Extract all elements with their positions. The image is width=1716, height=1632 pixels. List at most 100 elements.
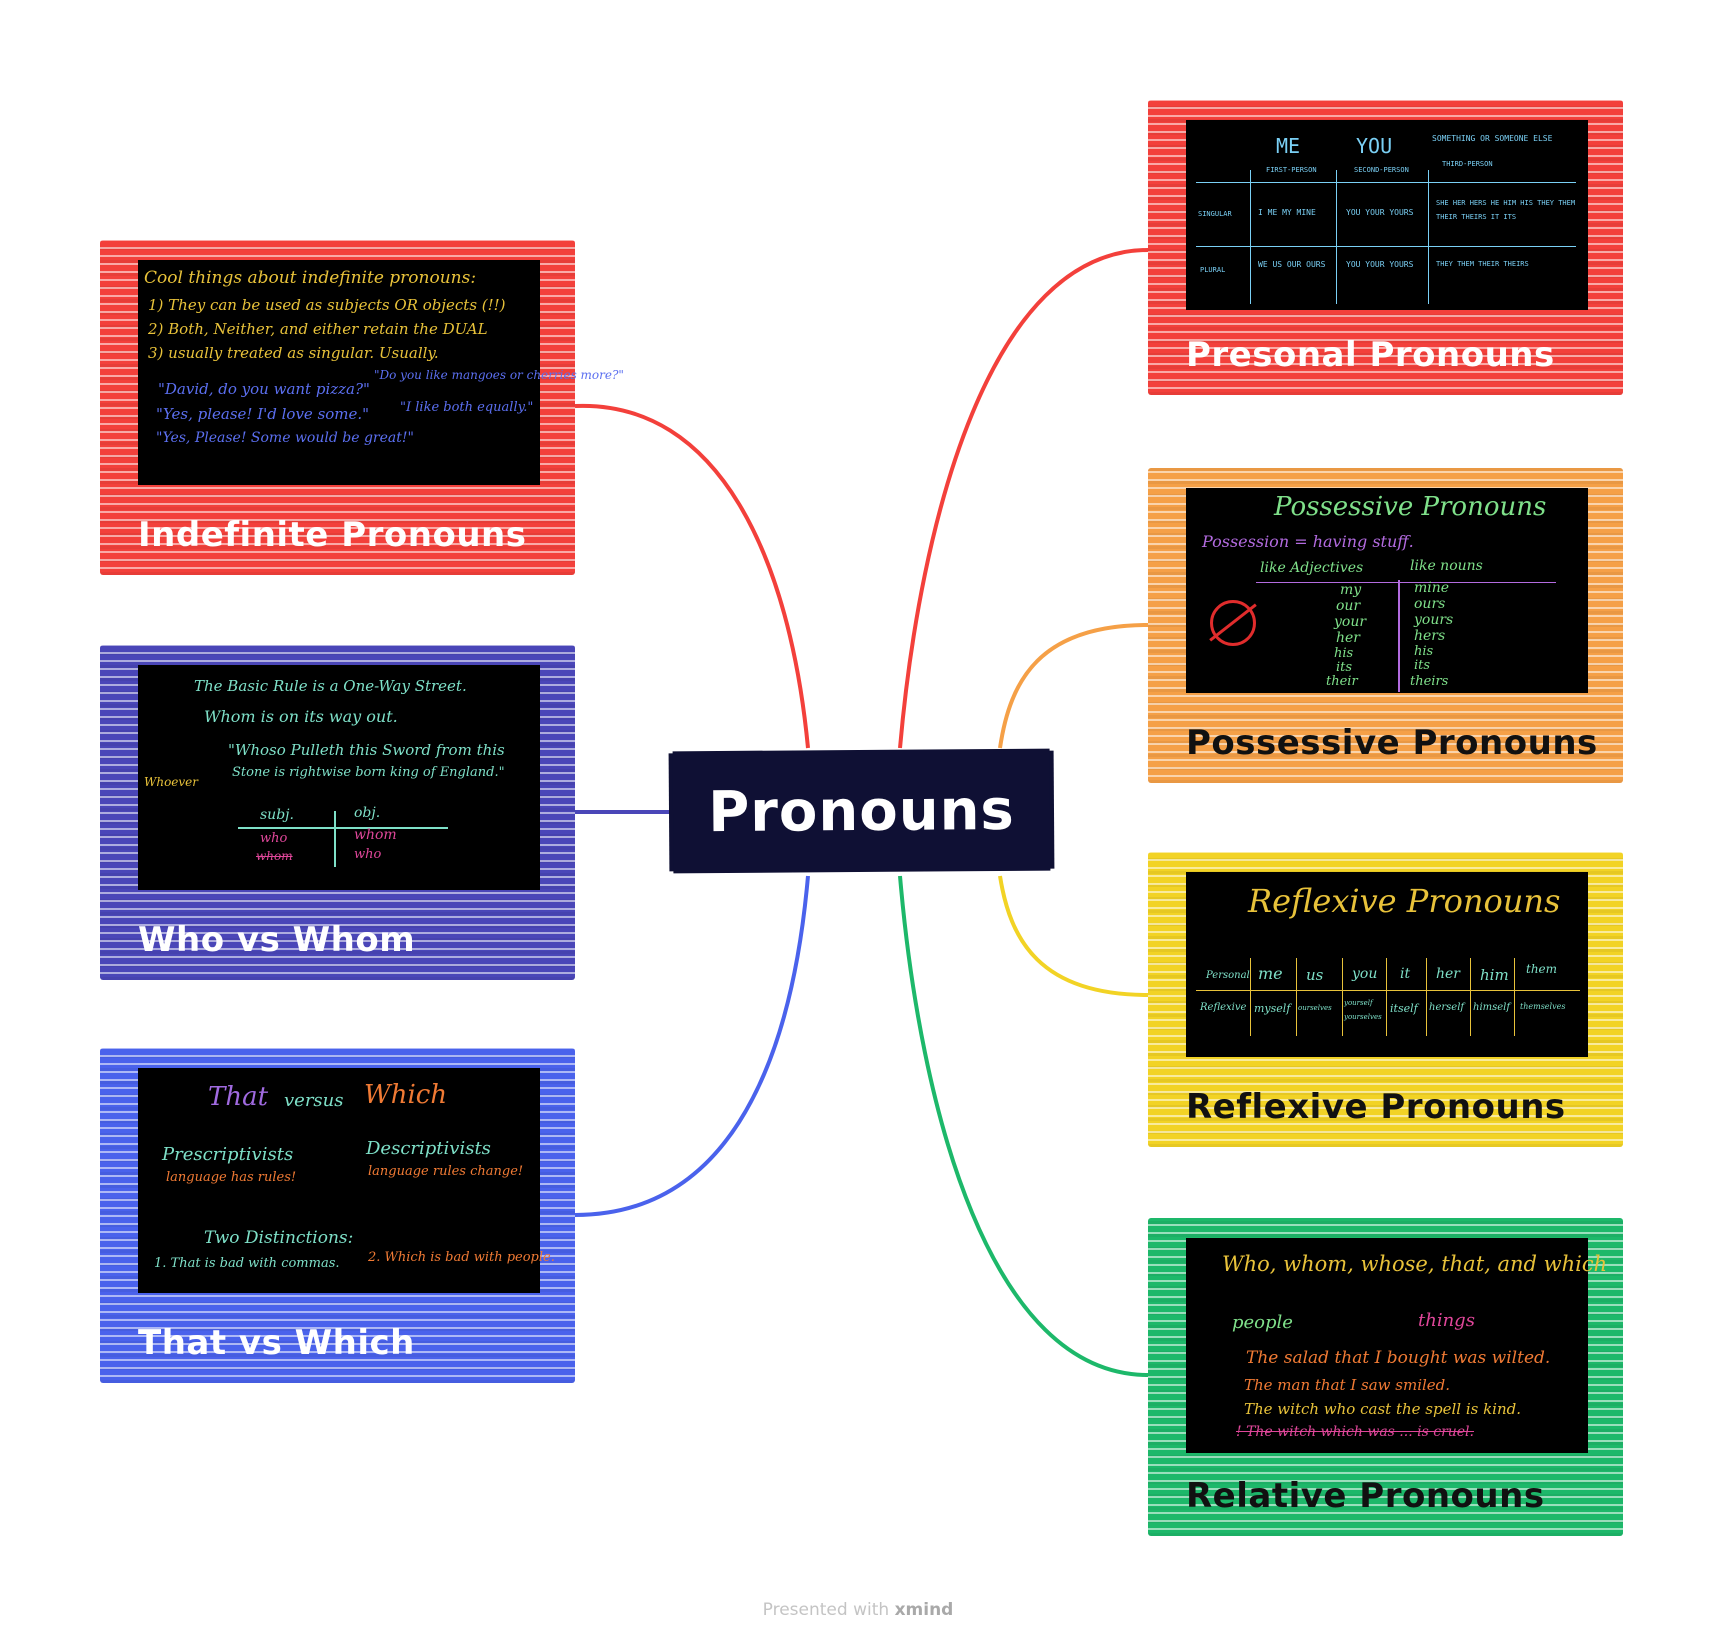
board-line: [1250, 170, 1251, 304]
board-text: versus: [284, 1090, 344, 1111]
board-line: [1426, 958, 1427, 1036]
link-relative: [898, 875, 1149, 1377]
topic-personal-pronouns[interactable]: ME YOU SOMETHING OR SOMEONE ELSE FIRST-P…: [1148, 100, 1623, 395]
topic-who-vs-whom[interactable]: The Basic Rule is a One-Way Street. Whom…: [100, 645, 575, 980]
board-line: [1386, 958, 1387, 1036]
board-text: things: [1418, 1310, 1475, 1331]
board-row-label: SINGULAR: [1198, 210, 1232, 218]
topic-relative-pronouns[interactable]: Who, whom, whose, that, and which people…: [1148, 1218, 1623, 1536]
board-text: hers: [1414, 628, 1446, 644]
board-text: him: [1480, 966, 1509, 984]
board-text: obj.: [354, 805, 381, 821]
chalkboard-image: ME YOU SOMETHING OR SOMEONE ELSE FIRST-P…: [1186, 120, 1588, 310]
board-line: [1296, 958, 1297, 1036]
board-line: [334, 811, 336, 867]
topic-label: Reflexive Pronouns: [1186, 1087, 1566, 1127]
board-text: its: [1414, 658, 1431, 673]
board-cell: I ME MY MINE: [1258, 208, 1316, 217]
xmind-brand[interactable]: xmind: [894, 1600, 954, 1620]
board-line: [1398, 580, 1400, 692]
board-text: who: [260, 831, 288, 846]
board-row-label: Reflexive: [1200, 1002, 1247, 1013]
board-text: Stone is rightwise born king of England.…: [232, 765, 505, 780]
topic-reflexive-pronouns[interactable]: Reflexive Pronouns Personal Reflexive me…: [1148, 852, 1623, 1147]
board-cell: WE US OUR OURS: [1258, 260, 1326, 269]
link-possessive: [998, 623, 1149, 749]
board-text: THIRD-PERSON: [1442, 160, 1493, 168]
board-text: "Do you like mangoes or cherries more?": [374, 368, 624, 382]
board-text: mine: [1414, 580, 1450, 596]
central-topic[interactable]: Pronouns: [672, 748, 1051, 874]
board-text: Whom is on its way out.: [204, 707, 398, 726]
board-line: [1336, 170, 1337, 304]
topic-possessive-pronouns[interactable]: Possessive Pronouns Possession = having …: [1148, 468, 1623, 783]
board-text: whom: [354, 827, 397, 843]
board-text: 1) They can be used as subjects OR objec…: [148, 296, 506, 314]
board-text: its: [1336, 660, 1353, 675]
chalkboard-image: That versus Which Prescriptivists langua…: [138, 1068, 555, 1293]
board-text: like nouns: [1410, 558, 1483, 574]
board-text: us: [1306, 966, 1324, 984]
link-personal: [898, 248, 1149, 749]
board-text: FIRST-PERSON: [1266, 166, 1317, 174]
board-line: [1514, 958, 1515, 1036]
board-text: Possession = having stuff.: [1202, 532, 1414, 551]
board-title: Possessive Pronouns: [1274, 492, 1547, 522]
board-text: "Whoso Pulleth this Sword from this: [228, 741, 505, 759]
board-cell: SHE HER HERS HE HIM HIS THEY THEM THEIR …: [1436, 199, 1576, 221]
board-text: whom: [256, 849, 293, 863]
board-text: 2. Which is bad with people.: [368, 1250, 555, 1265]
board-text: "I like both equally.": [400, 400, 534, 415]
board-text: "David, do you want pizza?": [158, 380, 370, 398]
board-text: her: [1436, 966, 1460, 982]
board-text: like Adjectives: [1260, 560, 1364, 576]
board-cell: THEY THEM THEIR THEIRS: [1436, 260, 1529, 268]
topic-that-vs-which[interactable]: That versus Which Prescriptivists langua…: [100, 1048, 575, 1383]
topic-label: Possessive Pronouns: [1186, 723, 1598, 763]
board-text: my: [1340, 582, 1362, 598]
board-line: [1342, 958, 1343, 1036]
board-text: his: [1334, 646, 1354, 661]
chalkboard-image: Possessive Pronouns Possession = having …: [1186, 488, 1588, 693]
board-title: Who, whom, whose, that, and which: [1222, 1252, 1608, 1276]
board-text: yours: [1414, 612, 1454, 628]
board-text: it: [1400, 966, 1411, 982]
board-cell: YOU YOUR YOURS: [1346, 260, 1414, 269]
board-line: [238, 827, 448, 829]
board-text: ourselves: [1298, 1004, 1332, 1012]
board-text: The Basic Rule is a One-Way Street.: [194, 677, 467, 695]
board-text: itself: [1390, 1002, 1418, 1015]
topic-label: Indefinite Pronouns: [138, 515, 527, 555]
board-text: Whoever: [144, 775, 199, 789]
board-text: language rules change!: [368, 1164, 524, 1179]
board-row-label: PLURAL: [1200, 266, 1226, 274]
board-row-label: Personal: [1206, 970, 1250, 981]
no-entry-icon: [1210, 600, 1256, 646]
board-text: Which: [364, 1080, 448, 1110]
board-text: YOU: [1356, 134, 1393, 158]
board-text: ME: [1276, 134, 1301, 158]
chalkboard-image: Cool things about indefinite pronouns: 1…: [138, 260, 624, 485]
topic-label: Relative Pronouns: [1186, 1476, 1545, 1516]
board-text: "Yes, Please! Some would be great!": [156, 430, 414, 446]
topic-label: Presonal Pronouns: [1186, 335, 1555, 375]
board-text: subj.: [260, 807, 294, 823]
topic-label: Who vs Whom: [138, 920, 416, 960]
chalkboard-image: Reflexive Pronouns Personal Reflexive me…: [1186, 872, 1588, 1057]
link-that-which: [574, 875, 810, 1217]
board-cell: YOU YOUR YOURS: [1346, 208, 1414, 217]
topic-label: That vs Which: [138, 1323, 415, 1363]
board-text: Prescriptivists: [162, 1144, 294, 1165]
board-title: Reflexive Pronouns: [1248, 882, 1561, 920]
board-text: me: [1258, 964, 1283, 983]
board-text: "Yes, please! I'd love some.": [156, 405, 370, 423]
board-line: [1250, 958, 1251, 1036]
board-text: them: [1526, 962, 1558, 976]
board-text: Cool things about indefinite pronouns:: [144, 268, 477, 288]
board-text: myself: [1254, 1002, 1291, 1015]
board-text: yourself yourselves: [1344, 999, 1382, 1021]
footer-credit: Presented with xmind: [0, 1600, 1716, 1620]
topic-indefinite-pronouns[interactable]: Cool things about indefinite pronouns: 1…: [100, 240, 624, 575]
board-text: his: [1414, 644, 1434, 659]
